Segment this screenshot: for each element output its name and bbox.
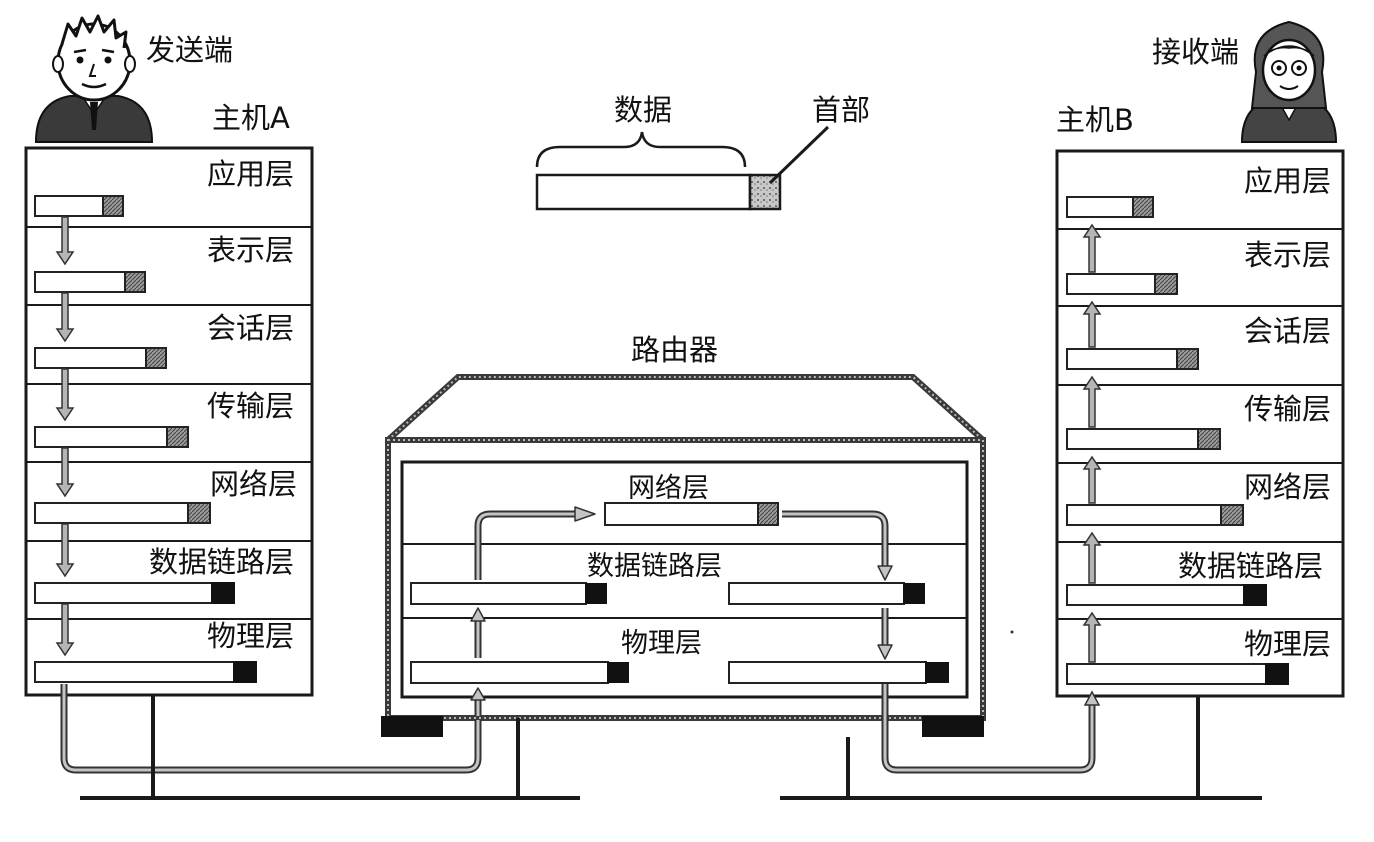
- host-b-layer-presentation: 表示层: [1244, 238, 1332, 272]
- host-b-layer-session: 会话层: [1244, 314, 1332, 348]
- packet-header: [124, 271, 146, 293]
- packet-trailer: [903, 583, 925, 604]
- host-b-title: 主机B: [1056, 103, 1134, 137]
- host-b-up-arrows: [1082, 223, 1102, 663]
- router-roof: [385, 374, 986, 443]
- router-layer-network: 网络层: [628, 473, 709, 504]
- packet-header: [102, 195, 124, 217]
- network-bus-right: [780, 696, 1262, 800]
- router-layer-datalink: 数据链路层: [587, 551, 722, 582]
- physical-links: [60, 684, 1101, 774]
- packet-header: [166, 426, 189, 448]
- packet-header: [1154, 273, 1178, 295]
- packet: [728, 582, 905, 605]
- packet-header: [145, 347, 167, 369]
- host-a-layer-physical: 物理层: [207, 619, 295, 653]
- packet: [604, 502, 761, 526]
- host-b-layer-physical: 物理层: [1244, 627, 1332, 661]
- packet: [1066, 196, 1136, 218]
- packet: [410, 661, 609, 684]
- packet-legend: [535, 125, 830, 211]
- host-b-layer-transport: 传输层: [1244, 392, 1332, 426]
- host-a-layer-application: 应用层: [207, 157, 295, 191]
- packet-trailer: [233, 661, 257, 683]
- packet: [34, 502, 191, 524]
- packet-trailer: [925, 662, 949, 683]
- packet: [34, 347, 149, 369]
- packet-trailer: [1265, 663, 1289, 685]
- network-bus-left: [80, 695, 580, 800]
- host-a-layer-session: 会话层: [207, 311, 295, 345]
- router-flow: [470, 506, 893, 716]
- host-b-layer-datalink: 数据链路层: [1178, 549, 1324, 583]
- speck: [1010, 630, 1014, 634]
- packet: [1066, 504, 1224, 526]
- packet-trailer: [1243, 584, 1267, 606]
- sender-label: 发送端: [146, 33, 234, 67]
- packet-trailer: [211, 582, 235, 604]
- packet-header: [757, 502, 779, 526]
- receiver-label: 接收端: [1152, 35, 1240, 69]
- router-title: 路由器: [631, 333, 719, 367]
- packet: [34, 582, 214, 604]
- legend-data-bar: [535, 173, 752, 211]
- host-b-layer-network: 网络层: [1244, 470, 1332, 504]
- sender-person-icon: [34, 14, 154, 143]
- packet: [1066, 584, 1246, 606]
- host-a-layer-presentation: 表示层: [207, 233, 295, 267]
- host-a-packets: [34, 195, 257, 683]
- packet-trailer: [607, 662, 629, 683]
- packet: [1066, 663, 1268, 685]
- packet: [1066, 428, 1201, 450]
- packet-header: [1197, 428, 1221, 450]
- router-layer-physical: 物理层: [621, 628, 702, 659]
- receiver-person-icon: [1240, 20, 1338, 143]
- packet-header: [1176, 348, 1199, 370]
- packet: [1066, 348, 1180, 370]
- packet: [728, 661, 927, 684]
- packet: [34, 195, 106, 217]
- packet: [34, 661, 236, 683]
- router-inner: [400, 460, 969, 699]
- data-brace: [535, 131, 747, 168]
- host-a-layer-datalink: 数据链路层: [149, 545, 295, 579]
- host-a-layer-network: 网络层: [210, 467, 298, 501]
- router-port-left: [381, 716, 443, 737]
- host-a-down-arrows: [55, 216, 75, 657]
- packet: [34, 426, 170, 448]
- host-b-layer-application: 应用层: [1244, 164, 1332, 198]
- packet-header: [1220, 504, 1244, 526]
- packet: [410, 582, 587, 605]
- packet: [34, 271, 128, 293]
- host-b-packets: [1066, 196, 1289, 685]
- header-pointer: [768, 125, 830, 185]
- legend-header-label: 首部: [812, 93, 871, 127]
- packet: [1066, 273, 1158, 295]
- packet-header: [1132, 196, 1154, 218]
- legend-data-label: 数据: [614, 93, 673, 127]
- packet-header: [187, 502, 211, 524]
- legend-header: [748, 173, 782, 211]
- router-packets: [410, 502, 949, 684]
- host-a-layer-transport: 传输层: [207, 389, 295, 423]
- router-port-right: [922, 716, 984, 737]
- packet-trailer: [585, 583, 607, 604]
- host-a-title: 主机A: [212, 101, 290, 135]
